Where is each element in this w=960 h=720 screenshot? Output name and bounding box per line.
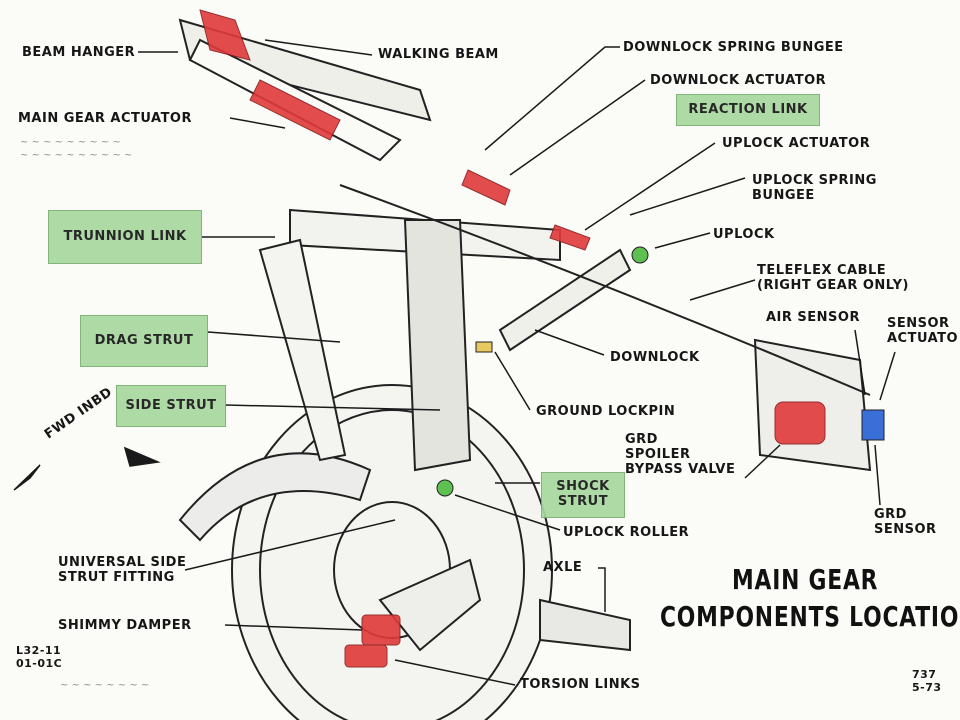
leader-walking-beam — [264, 39, 373, 56]
grd-sensor-blue — [861, 409, 885, 441]
torsion-link-red — [344, 644, 388, 668]
wheel-tire — [231, 384, 553, 720]
axle-shape — [539, 598, 631, 652]
leader-axle — [598, 567, 606, 612]
leader-uplock-actuator — [584, 142, 716, 231]
label-uplock-spring-bungee: UPLOCK SPRING BUNGEE — [752, 173, 877, 203]
label-reaction-link: REACTION LINK — [688, 102, 808, 117]
shimmy-damper-red — [361, 614, 401, 646]
label-axle: AXLE — [543, 560, 583, 575]
leader-uplock-roller — [454, 494, 561, 531]
title-line-2: COMPONENTS LOCATION — [660, 600, 960, 633]
label-downlock: DOWNLOCK — [610, 350, 700, 365]
label-shock-strut: SHOCK STRUT — [556, 479, 610, 509]
leader-torsion-links — [394, 659, 516, 686]
torsion-links-shape — [378, 558, 482, 652]
downlock-spring-red — [461, 169, 511, 206]
label-side-strut: SIDE STRUT — [125, 398, 217, 413]
leader-side-strut — [224, 404, 441, 411]
doc-reference: L32-11 01-01C — [16, 644, 63, 670]
leader-air-sensor — [854, 329, 866, 396]
leader-downlock — [534, 329, 605, 356]
leader-universal-fitting — [184, 519, 396, 571]
leader-ground-lockpin — [494, 351, 531, 411]
margin-note: ~ ~ ~ ~ ~ ~ ~ ~ — [60, 680, 150, 691]
leader-downlock-actuator — [509, 79, 646, 176]
label-uplock-actuator: UPLOCK ACTUATOR — [722, 136, 871, 151]
walking-beam-red — [199, 9, 251, 61]
ground-lockpin-tag — [475, 341, 493, 353]
main-gear-actuator-red — [249, 79, 341, 141]
uplock-green — [631, 246, 649, 264]
label-torsion-links: TORSION LINKS — [520, 677, 641, 692]
leader-uplock — [654, 232, 711, 249]
leader-teleflex-cable — [689, 279, 756, 301]
grd-spoiler-valve-red — [774, 401, 826, 445]
highlight-shock-strut: SHOCK STRUT — [541, 472, 625, 518]
highlight-reaction-link: REACTION LINK — [676, 94, 820, 126]
margin-note: ~ ~ ~ ~ ~ ~ ~ ~ ~ ~ — [20, 150, 133, 161]
label-uplock: UPLOCK — [713, 227, 775, 242]
footer-reference: 737 5-73 — [912, 668, 942, 694]
uplock-roller-green — [436, 479, 454, 497]
highlight-side-strut: SIDE STRUT — [116, 385, 226, 427]
label-walking-beam: WALKING BEAM — [378, 47, 499, 62]
label-grd-sensor: GRD SENSOR — [874, 507, 937, 537]
leader-main-gear-actuator — [229, 117, 286, 129]
leader-grd-spoiler-valve — [744, 444, 781, 479]
label-downlock-actuator: DOWNLOCK ACTUATOR — [650, 73, 827, 88]
label-teleflex-cable: TELEFLEX CABLE (RIGHT GEAR ONLY) — [757, 263, 909, 293]
leader-sensor-actuator — [879, 351, 896, 401]
label-uplock-roller: UPLOCK ROLLER — [563, 525, 690, 540]
leader-uplock-spring-bungee — [629, 177, 746, 216]
shock-strut-shape — [403, 219, 472, 472]
label-sensor-actuator: SENSOR ACTUATO — [887, 316, 959, 346]
uplock-actuator-red — [549, 224, 591, 251]
label-grd-spoiler-bypass-valve: GRD SPOILER BYPASS VALVE — [625, 432, 736, 477]
highlight-drag-strut: DRAG STRUT — [80, 315, 208, 367]
leader-shimmy-damper — [224, 624, 363, 631]
teleflex-cable — [339, 184, 871, 396]
fender — [178, 452, 372, 542]
leader-downlock-spring-bungee — [484, 46, 620, 151]
label-ground-lockpin: GROUND LOCKPIN — [536, 404, 676, 419]
leader-grd-sensor — [874, 444, 881, 506]
fwd-inbd-arrow — [13, 446, 161, 491]
label-drag-strut: DRAG STRUT — [94, 333, 194, 348]
label-main-gear-actuator: MAIN GEAR ACTUATOR — [18, 111, 192, 126]
label-shimmy-damper: SHIMMY DAMPER — [58, 618, 192, 633]
margin-note: ~ ~ ~ ~ ~ ~ ~ ~ ~ — [20, 137, 121, 148]
side-strut-shape — [498, 248, 632, 352]
highlight-trunnion-link: TRUNNION LINK — [48, 210, 202, 264]
drag-strut-shape — [258, 238, 347, 462]
title-line-1: MAIN GEAR — [732, 563, 879, 596]
label-trunnion-link: TRUNNION LINK — [63, 229, 187, 244]
label-beam-hanger: BEAM HANGER — [22, 45, 136, 60]
label-air-sensor: AIR SENSOR — [766, 310, 860, 325]
label-universal-side-strut-fitting: UNIVERSAL SIDE STRUT FITTING — [58, 555, 187, 585]
leader-drag-strut — [207, 331, 341, 343]
label-downlock-spring-bungee: DOWNLOCK SPRING BUNGEE — [623, 40, 844, 55]
